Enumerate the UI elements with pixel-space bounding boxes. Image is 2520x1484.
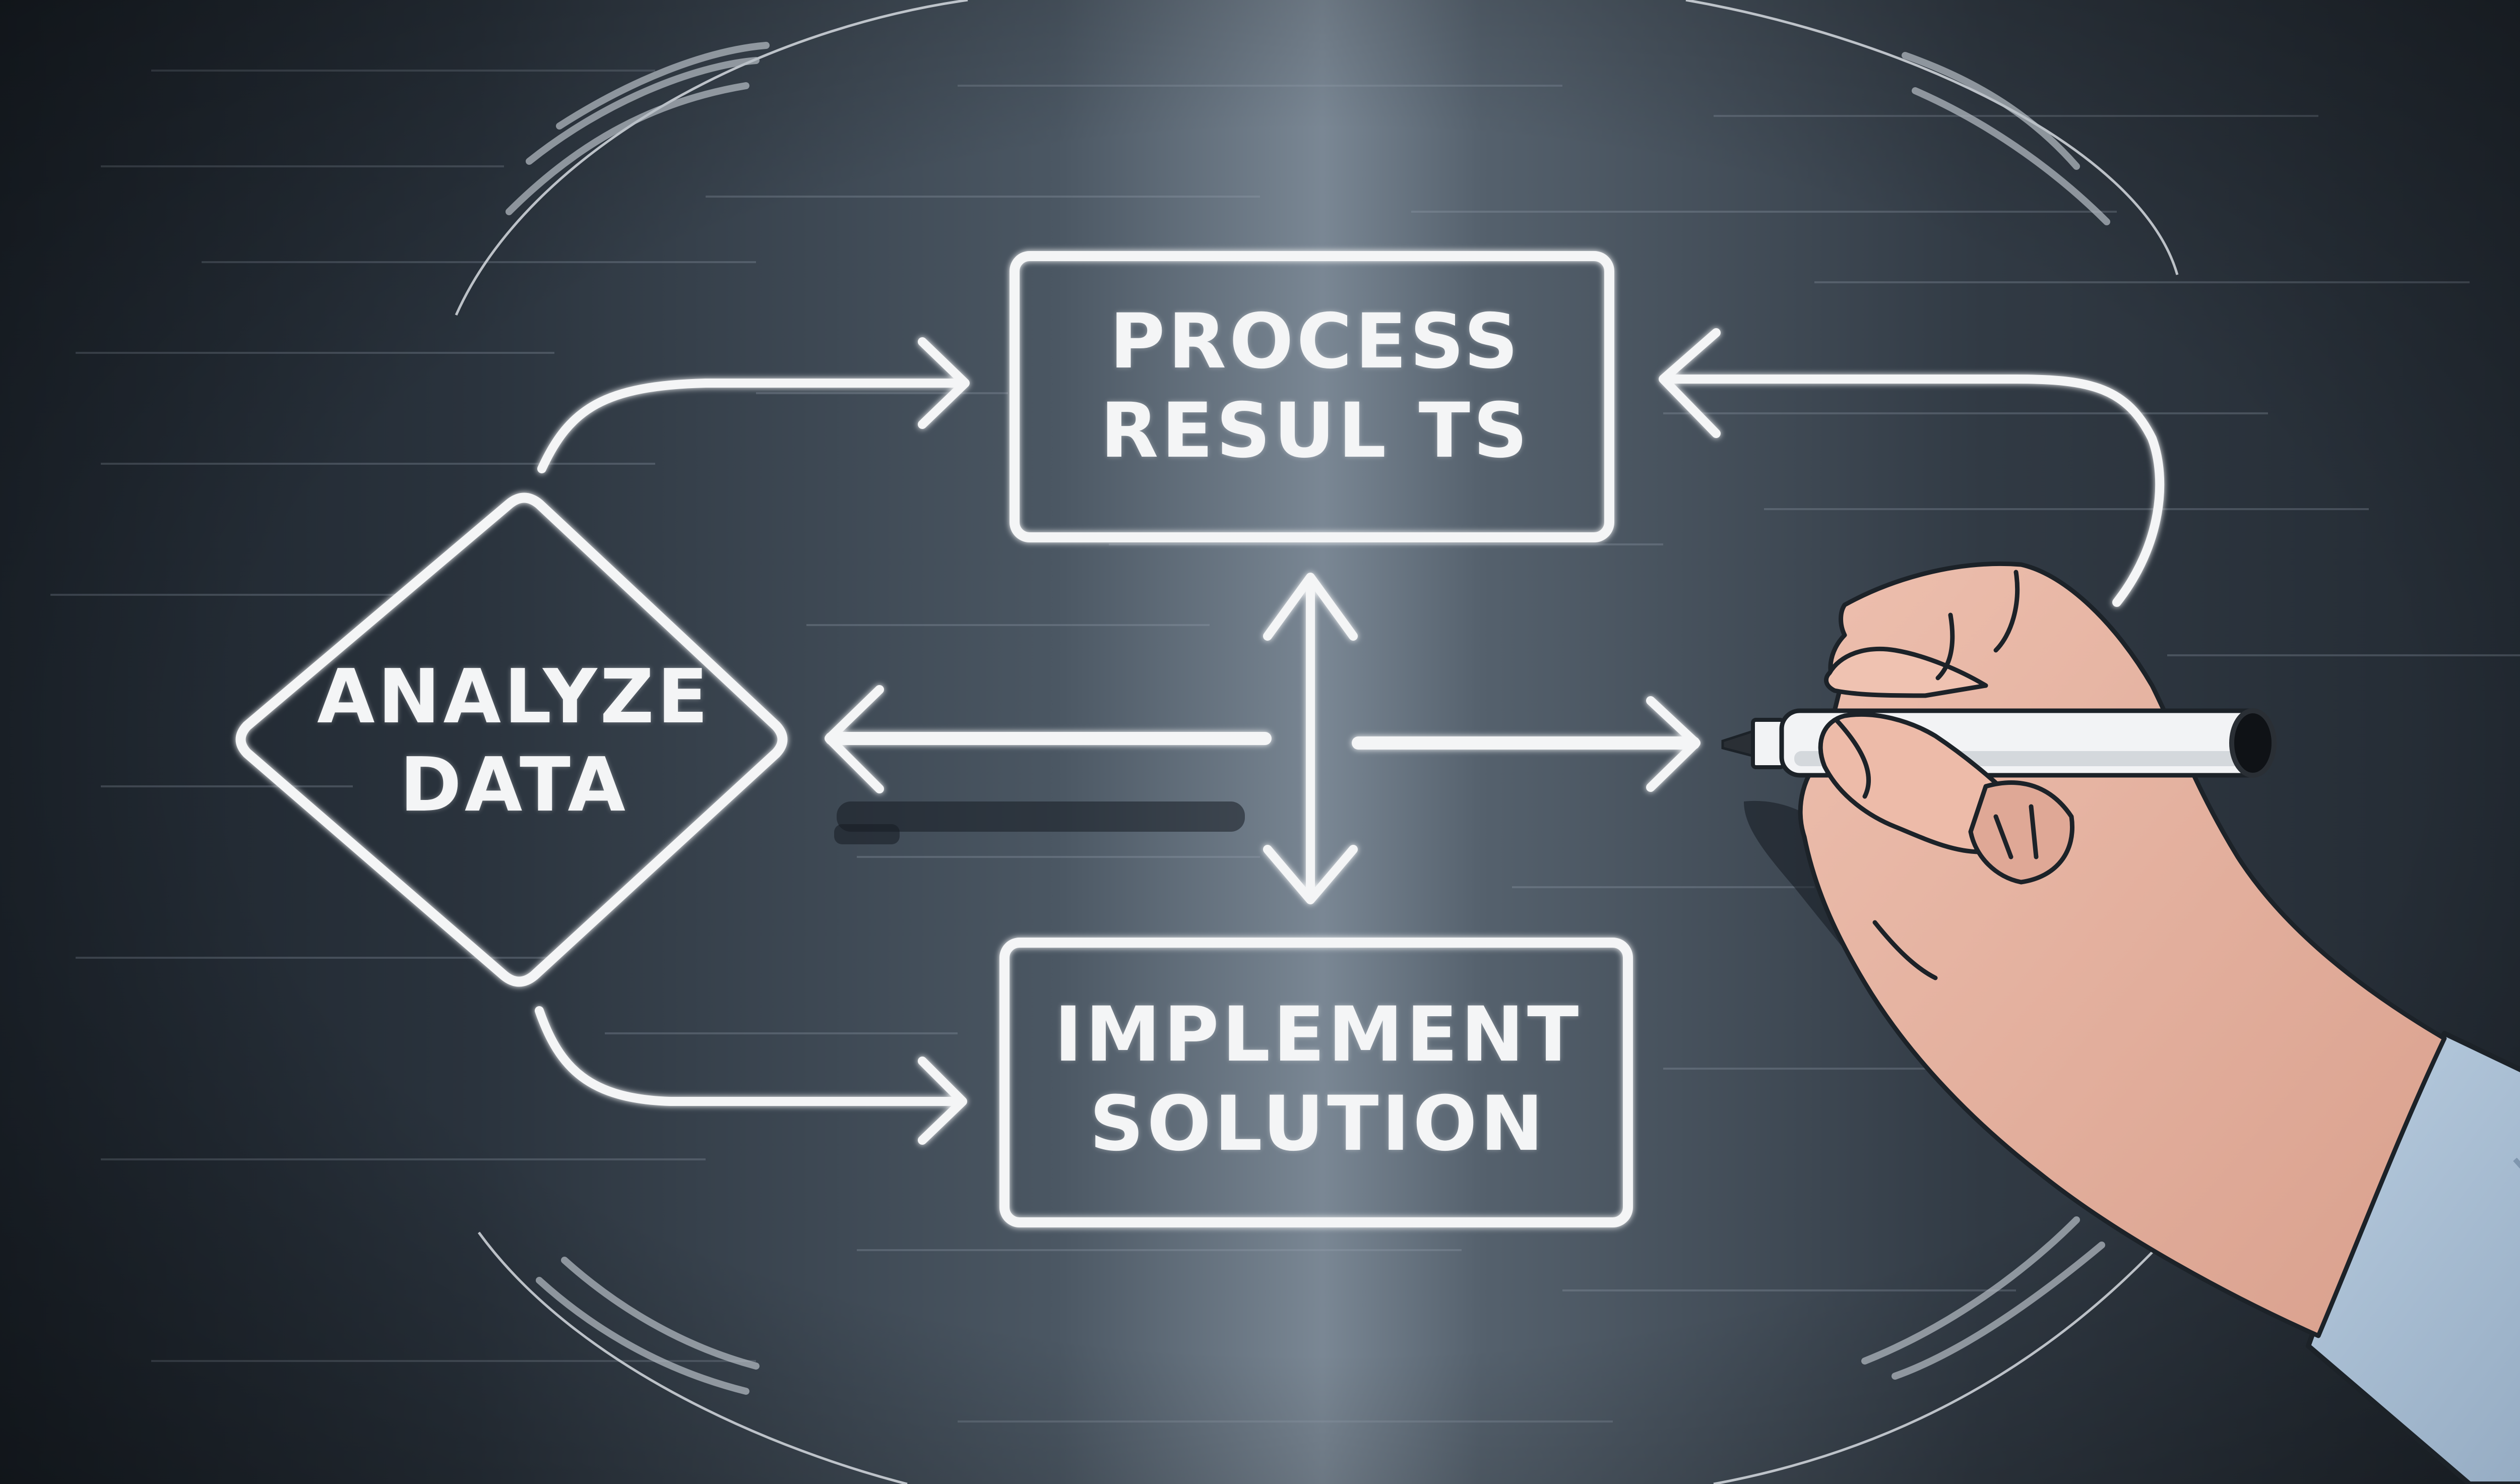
- arrowhead-icon: [1659, 328, 1721, 438]
- arrowhead-up-icon: [1263, 573, 1358, 641]
- marker-pen: [1721, 708, 2277, 778]
- implement-solution-line-1: IMPLEMENT: [1054, 991, 1582, 1079]
- analyze-data-label: ANALYZE DATA: [262, 653, 766, 829]
- process-results-line-1: PROCESS: [1109, 298, 1522, 386]
- shape-shadows: [834, 801, 1245, 844]
- hand-fingers: [1818, 712, 2074, 980]
- arrowhead-icon: [918, 1057, 967, 1145]
- process-results-line-2: RESUL TS: [1100, 387, 1531, 475]
- implement-solution-box[interactable]: [999, 938, 1633, 1227]
- analyze-data-line-1: ANALYZE: [317, 653, 711, 740]
- arrowhead-right-icon: [1646, 696, 1700, 792]
- process-results-box[interactable]: [1010, 251, 1614, 542]
- arrow-analyze-to-implement: [535, 1006, 965, 1106]
- process-results-label: PROCESS RESUL TS: [1013, 297, 1618, 476]
- analyze-data-diamond[interactable]: [235, 492, 788, 987]
- swoosh-marks: [506, 42, 2110, 1395]
- implement-solution-line-2: SOLUTION: [1089, 1080, 1547, 1168]
- analyze-data-line-2: DATA: [400, 741, 628, 828]
- implement-solution-label: IMPLEMENT SOLUTION: [1003, 991, 1633, 1169]
- arrowhead-left-icon: [825, 685, 884, 793]
- arrowhead-icon: [918, 337, 970, 429]
- arrow-loop-to-process: [1664, 375, 2165, 607]
- arrowhead-down-icon: [1263, 845, 1358, 904]
- arrow-analyze-to-process: [537, 379, 965, 473]
